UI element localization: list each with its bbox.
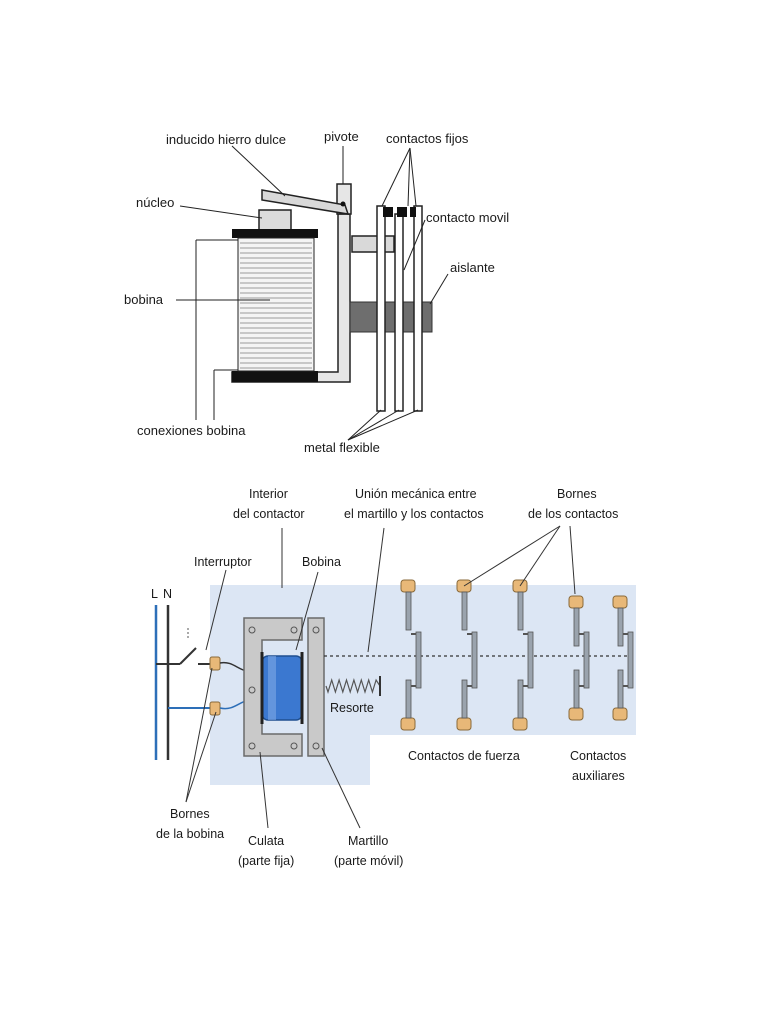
contact-moving-bridge <box>527 631 534 689</box>
label-contacto-movil: contacto movil <box>426 210 509 225</box>
flex-strip-1 <box>376 205 386 412</box>
contact-fixed-upper <box>405 591 412 631</box>
contact-fixed-lower <box>461 679 468 719</box>
contact-fixed-lower <box>617 669 624 709</box>
label-culata-2: (parte fija) <box>238 854 294 868</box>
contact-moving-bridge <box>583 631 590 689</box>
coil-terminal-top <box>209 656 221 671</box>
contact-terminal-bottom <box>512 717 528 731</box>
label-bornes-contactos-2: de los contactos <box>528 507 618 521</box>
label-union-2: el martillo y los contactos <box>344 507 484 521</box>
yoke-bolt <box>248 626 256 634</box>
label-martillo-2: (parte móvil) <box>334 854 403 868</box>
label-martillo-1: Martillo <box>348 834 388 848</box>
hammer-bolt <box>312 742 320 750</box>
label-contactos-fuerza: Contactos de fuerza <box>408 749 520 763</box>
pivot-dot <box>340 201 346 207</box>
contact-moving-bridge <box>471 631 478 689</box>
label-culata-1: Culata <box>248 834 284 848</box>
contact-terminal-bottom <box>400 717 416 731</box>
label-contactos-aux-2: auxiliares <box>572 769 625 783</box>
armature-lever <box>261 189 350 215</box>
coil-body <box>237 237 315 372</box>
label-bornes-bobina-1: Bornes <box>170 807 210 821</box>
contact-fixed-upper <box>617 607 624 647</box>
contactor-diagram: L N <box>151 487 636 868</box>
label-bobina-c: Bobina <box>302 555 341 569</box>
label-pivote: pivote <box>324 129 359 144</box>
label-contactos-fijos: contactos fijos <box>386 131 469 146</box>
flex-strip-2 <box>394 213 404 412</box>
label-metal-flexible: metal flexible <box>304 440 380 455</box>
label-nucleo: núcleo <box>136 195 174 210</box>
contacts-group <box>400 579 634 731</box>
label-n: N <box>163 587 172 601</box>
contact-terminal-bottom <box>568 707 584 721</box>
label-aislante: aislante <box>450 260 495 275</box>
contact-moving-bridge <box>415 631 422 689</box>
label-union-1: Unión mecánica entre <box>355 487 477 501</box>
contact-fixed-lower <box>517 679 524 719</box>
core <box>258 209 292 231</box>
fixed-contact-1 <box>383 207 393 217</box>
label-resorte: Resorte <box>330 701 374 715</box>
yoke-fixed <box>243 617 303 757</box>
label-bobina: bobina <box>124 292 164 307</box>
label-bornes-contactos-1: Bornes <box>557 487 597 501</box>
switch-blade <box>179 647 197 665</box>
relay-leaders <box>176 145 449 441</box>
coil-top-flange <box>232 229 318 238</box>
contact-fixed-upper <box>573 607 580 647</box>
label-l: L <box>151 587 158 601</box>
label-conexiones-bobina: conexiones bobina <box>137 423 246 438</box>
yoke-bolt <box>248 686 256 694</box>
lever-arm <box>351 235 395 253</box>
flex-strip-3 <box>413 205 423 412</box>
coil-bottom-flange <box>232 371 318 382</box>
hammer-bolt <box>312 626 320 634</box>
relay-diagram: inducido hierro dulce pivote contactos f… <box>124 129 509 455</box>
contact-terminal-top <box>612 595 628 609</box>
contact-terminal-bottom <box>612 707 628 721</box>
contact-terminal-top <box>400 579 416 593</box>
yoke-bolt <box>290 626 298 634</box>
coil-highlight <box>268 656 276 720</box>
contact-terminal-bottom <box>456 717 472 731</box>
contact-fixed-upper <box>461 591 468 631</box>
label-contactos-aux-1: Contactos <box>570 749 626 763</box>
label-interior-1: Interior <box>249 487 288 501</box>
label-interruptor: Interruptor <box>194 555 252 569</box>
yoke-bolt <box>290 742 298 750</box>
contact-terminal-top <box>568 595 584 609</box>
spring <box>325 677 381 695</box>
coil-terminal-bottom <box>209 701 221 716</box>
label-bornes-bobina-2: de la bobina <box>156 827 224 841</box>
contactor-leaders <box>185 525 576 829</box>
fixed-contact-2 <box>410 207 416 217</box>
yoke-bolt <box>248 742 256 750</box>
coil-windings <box>240 242 312 369</box>
moving-contact <box>397 207 407 217</box>
contact-fixed-upper <box>517 591 524 631</box>
contact-moving-bridge <box>627 631 634 689</box>
hammer-moving <box>307 617 325 757</box>
label-interior-2: del contactor <box>233 507 305 521</box>
contact-fixed-lower <box>405 679 412 719</box>
contact-fixed-lower <box>573 669 580 709</box>
label-inducido: inducido hierro dulce <box>166 132 286 147</box>
